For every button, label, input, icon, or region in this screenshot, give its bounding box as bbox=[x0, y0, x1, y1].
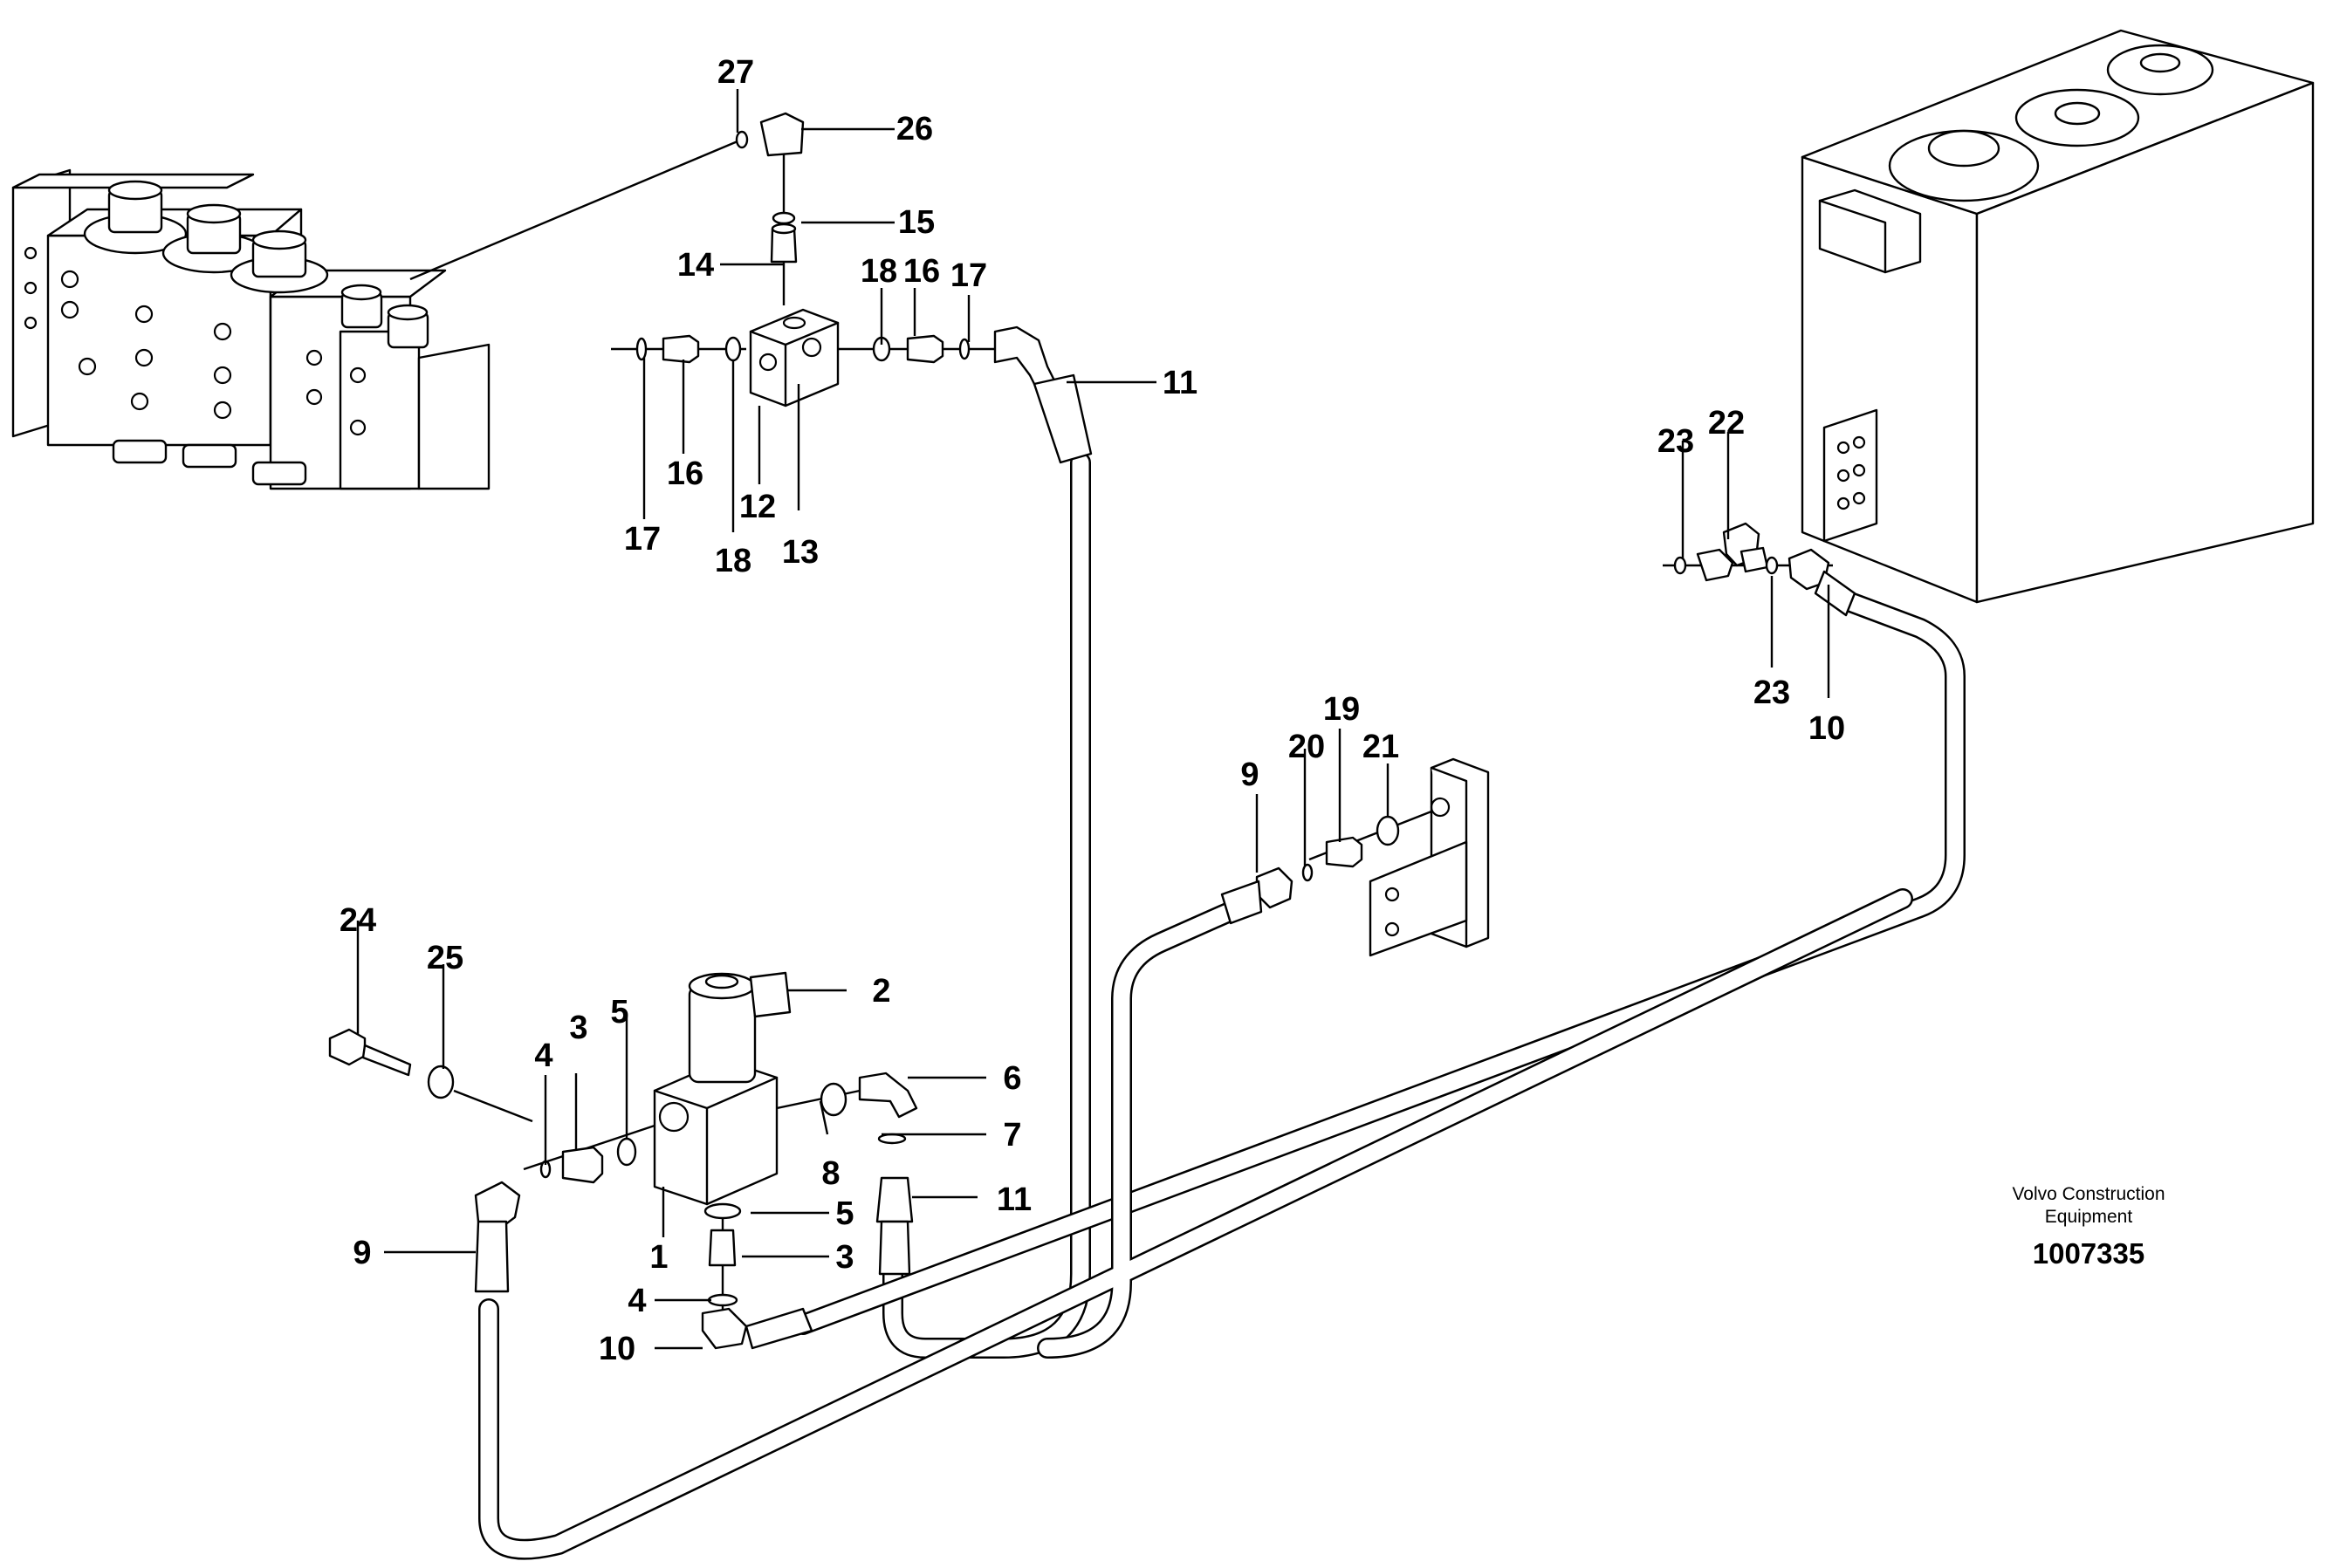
callout-26: 26 bbox=[896, 111, 933, 147]
callout-23-bottom: 23 bbox=[1753, 674, 1790, 711]
callout-1: 1 bbox=[649, 1239, 668, 1276]
callout-22: 22 bbox=[1708, 405, 1745, 442]
brand-line-2: Equipment bbox=[2045, 1207, 2133, 1227]
callout-12: 12 bbox=[739, 489, 776, 525]
callout-25: 25 bbox=[427, 940, 463, 976]
tank-tee-fittings bbox=[1663, 522, 1856, 617]
callout-18-left: 18 bbox=[715, 543, 751, 579]
callout-16-right: 16 bbox=[903, 253, 940, 290]
callout-11-top: 11 bbox=[1163, 365, 1197, 401]
callout-17-left: 17 bbox=[624, 521, 661, 558]
callout-16-left: 16 bbox=[667, 455, 703, 492]
drawing-number: 1007335 bbox=[2033, 1237, 2144, 1270]
callout-17-right: 17 bbox=[950, 257, 987, 294]
callout-2: 2 bbox=[872, 973, 890, 1010]
control-valve-assembly bbox=[11, 168, 491, 490]
callout-9-bracket: 9 bbox=[1240, 757, 1259, 793]
callout-23-top: 23 bbox=[1657, 423, 1694, 460]
callout-19: 19 bbox=[1323, 691, 1360, 728]
callout-21: 21 bbox=[1362, 729, 1399, 765]
hydraulic-tank bbox=[1801, 29, 2315, 604]
callout-5-bottom: 5 bbox=[835, 1195, 854, 1232]
callout-6: 6 bbox=[1003, 1060, 1021, 1097]
callout-10-tank: 10 bbox=[1808, 710, 1845, 747]
callout-9-left: 9 bbox=[353, 1235, 371, 1271]
brand-line-1: Volvo Construction bbox=[2012, 1184, 2165, 1204]
callout-7: 7 bbox=[1003, 1117, 1021, 1154]
callout-4-bottom: 4 bbox=[628, 1283, 646, 1319]
callout-11-bottom: 11 bbox=[997, 1181, 1032, 1218]
vertical-fittings bbox=[735, 112, 805, 305]
callout-4-left: 4 bbox=[534, 1037, 552, 1074]
hose-lines bbox=[478, 452, 1966, 1560]
callout-18-right: 18 bbox=[861, 253, 897, 290]
callout-labels: 27 26 15 14 18 16 17 11 16 12 17 18 13 2… bbox=[340, 54, 1845, 1367]
solenoid-fittings bbox=[328, 1028, 918, 1350]
callout-13: 13 bbox=[782, 534, 819, 571]
leader-valve-27 bbox=[409, 140, 738, 281]
tee-fittings bbox=[611, 325, 1093, 464]
callout-14: 14 bbox=[677, 247, 714, 284]
callout-20: 20 bbox=[1288, 729, 1325, 765]
callout-5-left: 5 bbox=[610, 994, 628, 1030]
callout-3-bottom: 3 bbox=[835, 1239, 854, 1276]
callout-27: 27 bbox=[717, 54, 754, 91]
callout-15: 15 bbox=[898, 204, 935, 241]
title-block: Volvo Construction Equipment 1007335 bbox=[2012, 1184, 2165, 1270]
callout-8: 8 bbox=[821, 1155, 840, 1192]
solenoid-valve bbox=[653, 971, 792, 1206]
callout-10-bottom: 10 bbox=[599, 1331, 635, 1367]
callout-3-left: 3 bbox=[569, 1010, 587, 1046]
callout-leaders bbox=[356, 89, 1830, 1350]
bracket-fittings bbox=[1220, 757, 1490, 957]
callout-24: 24 bbox=[340, 902, 376, 939]
tee-block bbox=[749, 308, 840, 407]
